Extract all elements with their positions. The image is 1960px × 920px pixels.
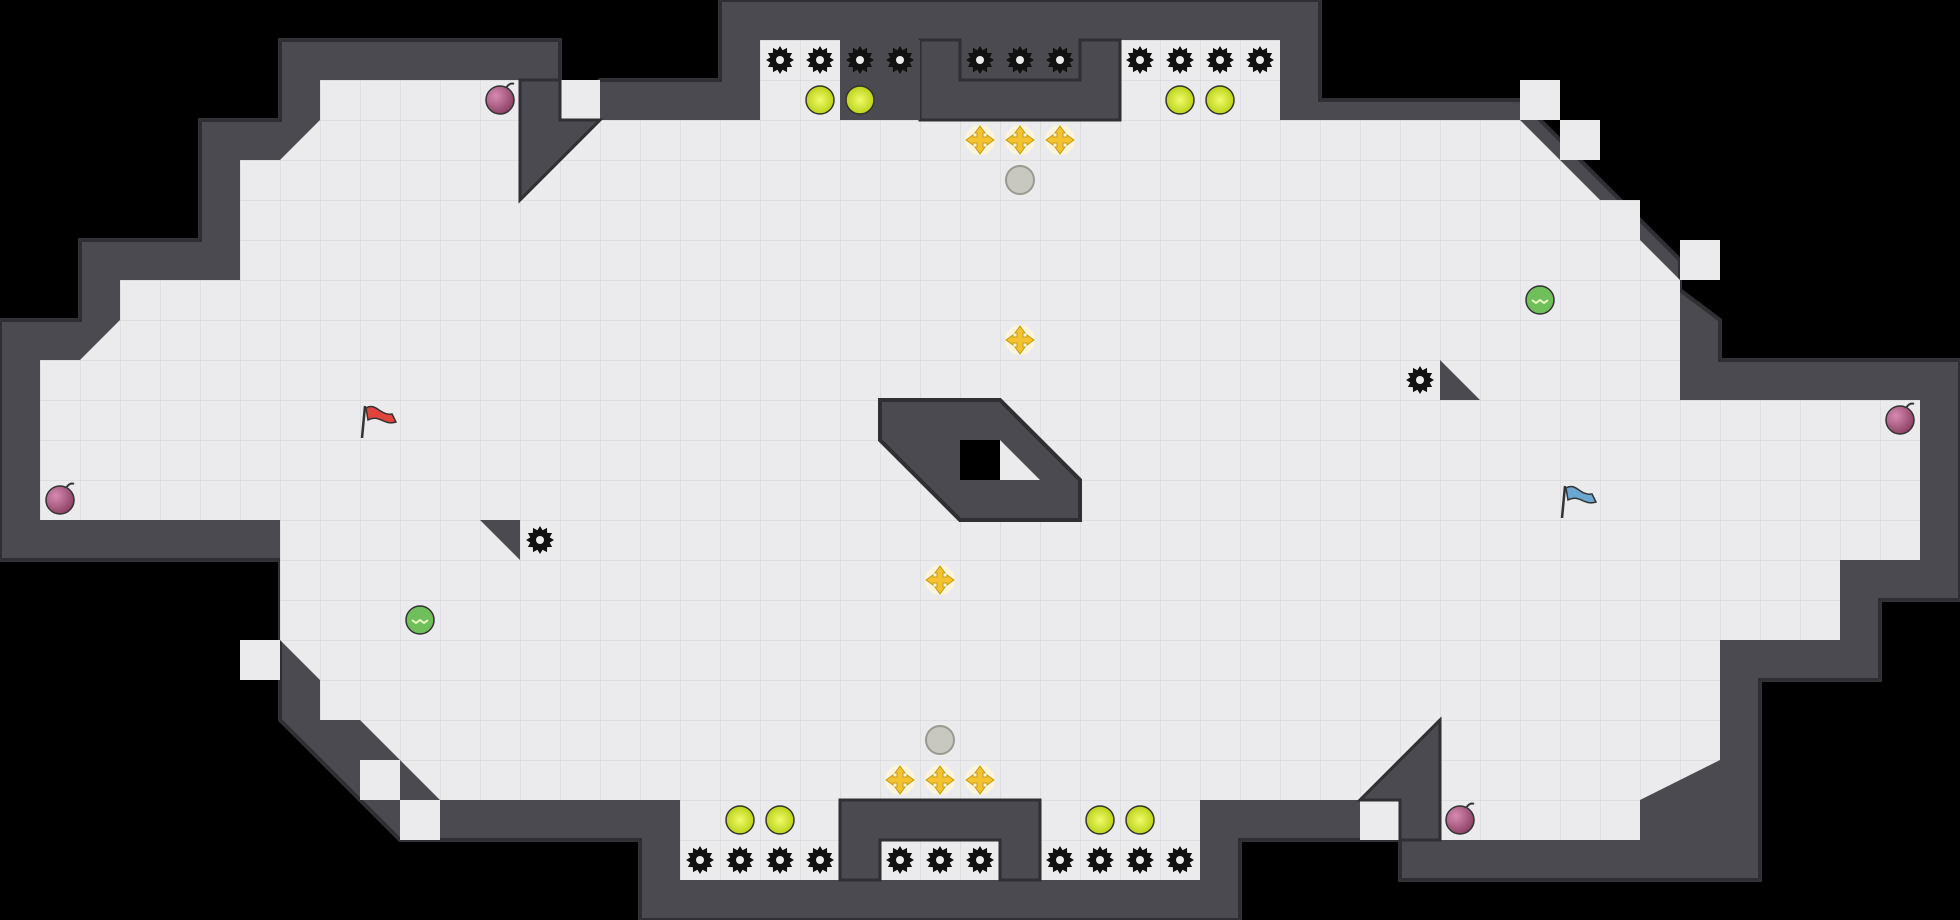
- portal-icon: [925, 725, 955, 755]
- spike-icon: [1406, 366, 1434, 394]
- spike-icon: [766, 46, 794, 74]
- yellow-orb-icon: [1165, 85, 1195, 115]
- spike-icon: [846, 46, 874, 74]
- spike-icon: [1126, 46, 1154, 74]
- spike-icon: [806, 846, 834, 874]
- spike-icon: [806, 46, 834, 74]
- spike-icon: [886, 46, 914, 74]
- orbs-layer: [725, 85, 1235, 835]
- spike-icon: [966, 846, 994, 874]
- center-obstacle-void: [960, 440, 1000, 480]
- spikes-layer: [526, 46, 1434, 874]
- yellow-orb-icon: [1205, 85, 1235, 115]
- alcove-wall: [838, 798, 1042, 882]
- yellow-orb-icon: [765, 805, 795, 835]
- boost-arrows-icon: [965, 765, 995, 795]
- spike-icon: [1126, 846, 1154, 874]
- spike-icon: [1046, 846, 1074, 874]
- diagonal-wall: [518, 78, 604, 204]
- boost-arrows-icon: [965, 125, 995, 155]
- portal-icon: [1005, 165, 1035, 195]
- spike-icon: [766, 846, 794, 874]
- spike-icon: [926, 846, 954, 874]
- floor-corner: [560, 80, 600, 120]
- spike-icon: [886, 846, 914, 874]
- boosts-layer: [885, 125, 1075, 795]
- boost-arrows-icon: [1005, 125, 1035, 155]
- yellow-orb-icon: [725, 805, 755, 835]
- powerup-icon: [1525, 285, 1555, 315]
- yellow-orb-icon: [805, 85, 835, 115]
- spike-icon: [1006, 46, 1034, 74]
- yellow-orb-icon: [845, 85, 875, 115]
- floor-corner: [1560, 120, 1600, 160]
- floor-corner: [240, 640, 280, 680]
- triangle-wall: [1440, 360, 1480, 400]
- boost-arrows-icon: [925, 565, 955, 595]
- spike-icon: [1246, 46, 1274, 74]
- yellow-orb-icon: [1125, 805, 1155, 835]
- blue-flag-icon: [1560, 485, 1598, 519]
- bombs-layer: [45, 82, 1915, 835]
- bomb-icon: [1885, 402, 1915, 435]
- spike-icon: [526, 526, 554, 554]
- boost-arrows-icon: [1045, 125, 1075, 155]
- alcove-wall: [918, 38, 1122, 122]
- floor-corner: [360, 760, 400, 800]
- yellow-orb-icon: [1085, 805, 1115, 835]
- boost-arrows-icon: [925, 765, 955, 795]
- floor-corner: [1360, 800, 1400, 840]
- boost-arrows-icon: [1005, 325, 1035, 355]
- powerup-icon: [405, 605, 435, 635]
- floor-corner: [1680, 240, 1720, 280]
- floor-corner: [1520, 80, 1560, 120]
- spike-icon: [1086, 846, 1114, 874]
- spike-icon: [1046, 46, 1074, 74]
- floor-corner: [400, 800, 440, 840]
- spike-icon: [686, 846, 714, 874]
- spike-icon: [1206, 46, 1234, 74]
- bomb-icon: [45, 482, 75, 515]
- bomb-icon: [485, 82, 515, 115]
- spike-icon: [1166, 846, 1194, 874]
- red-flag-icon: [360, 405, 398, 439]
- powerups-layer: [405, 285, 1555, 635]
- spike-icon: [1166, 46, 1194, 74]
- spike-icon: [966, 46, 994, 74]
- diagonal-wall: [1356, 716, 1442, 842]
- boost-arrows-icon: [885, 765, 915, 795]
- triangle-wall: [480, 520, 520, 560]
- bomb-icon: [1445, 802, 1475, 835]
- spike-icon: [726, 846, 754, 874]
